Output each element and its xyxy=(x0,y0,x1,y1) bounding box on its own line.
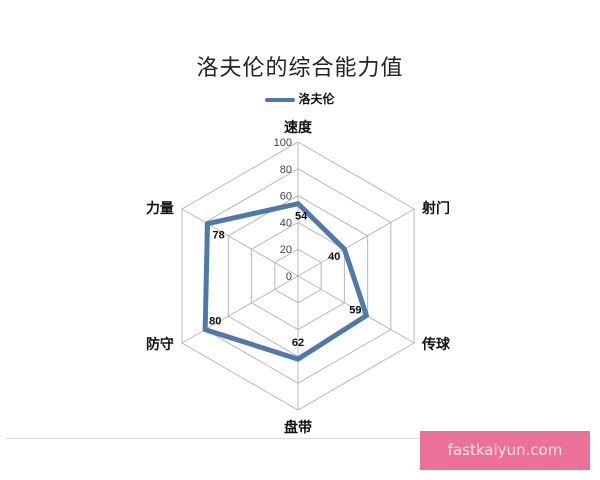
category-label: 力量 xyxy=(146,200,174,217)
legend-swatch xyxy=(265,97,296,102)
data-label: 62 xyxy=(292,337,304,349)
category-label: 传球 xyxy=(421,336,451,353)
axis-spoke xyxy=(181,275,299,344)
axis-spoke xyxy=(297,208,415,277)
tick-label: 60 xyxy=(280,191,292,203)
category-label: 盘带 xyxy=(284,419,312,436)
tick-label: 40 xyxy=(280,217,292,229)
category-label: 防守 xyxy=(146,336,174,353)
legend-label: 洛夫伦 xyxy=(298,92,335,106)
data-label: 59 xyxy=(349,305,361,317)
tick-label: 100 xyxy=(274,137,292,149)
divider xyxy=(6,438,586,439)
data-label: 54 xyxy=(295,211,308,223)
tick-label: 0 xyxy=(286,271,292,283)
category-label: 速度 xyxy=(284,119,313,136)
data-label: 78 xyxy=(212,230,224,242)
tick-label: 20 xyxy=(280,244,292,256)
axis-spoke xyxy=(181,208,299,277)
data-label: 40 xyxy=(328,251,340,263)
watermark: fastkaiyun.com xyxy=(420,431,590,470)
data-label: 80 xyxy=(209,316,221,328)
category-label: 射门 xyxy=(421,200,450,217)
axis-spoke xyxy=(297,275,415,344)
tick-label: 80 xyxy=(280,164,292,176)
chart-title: 洛夫伦的综合能力值 xyxy=(196,56,404,81)
legend: 洛夫伦 xyxy=(0,90,600,107)
